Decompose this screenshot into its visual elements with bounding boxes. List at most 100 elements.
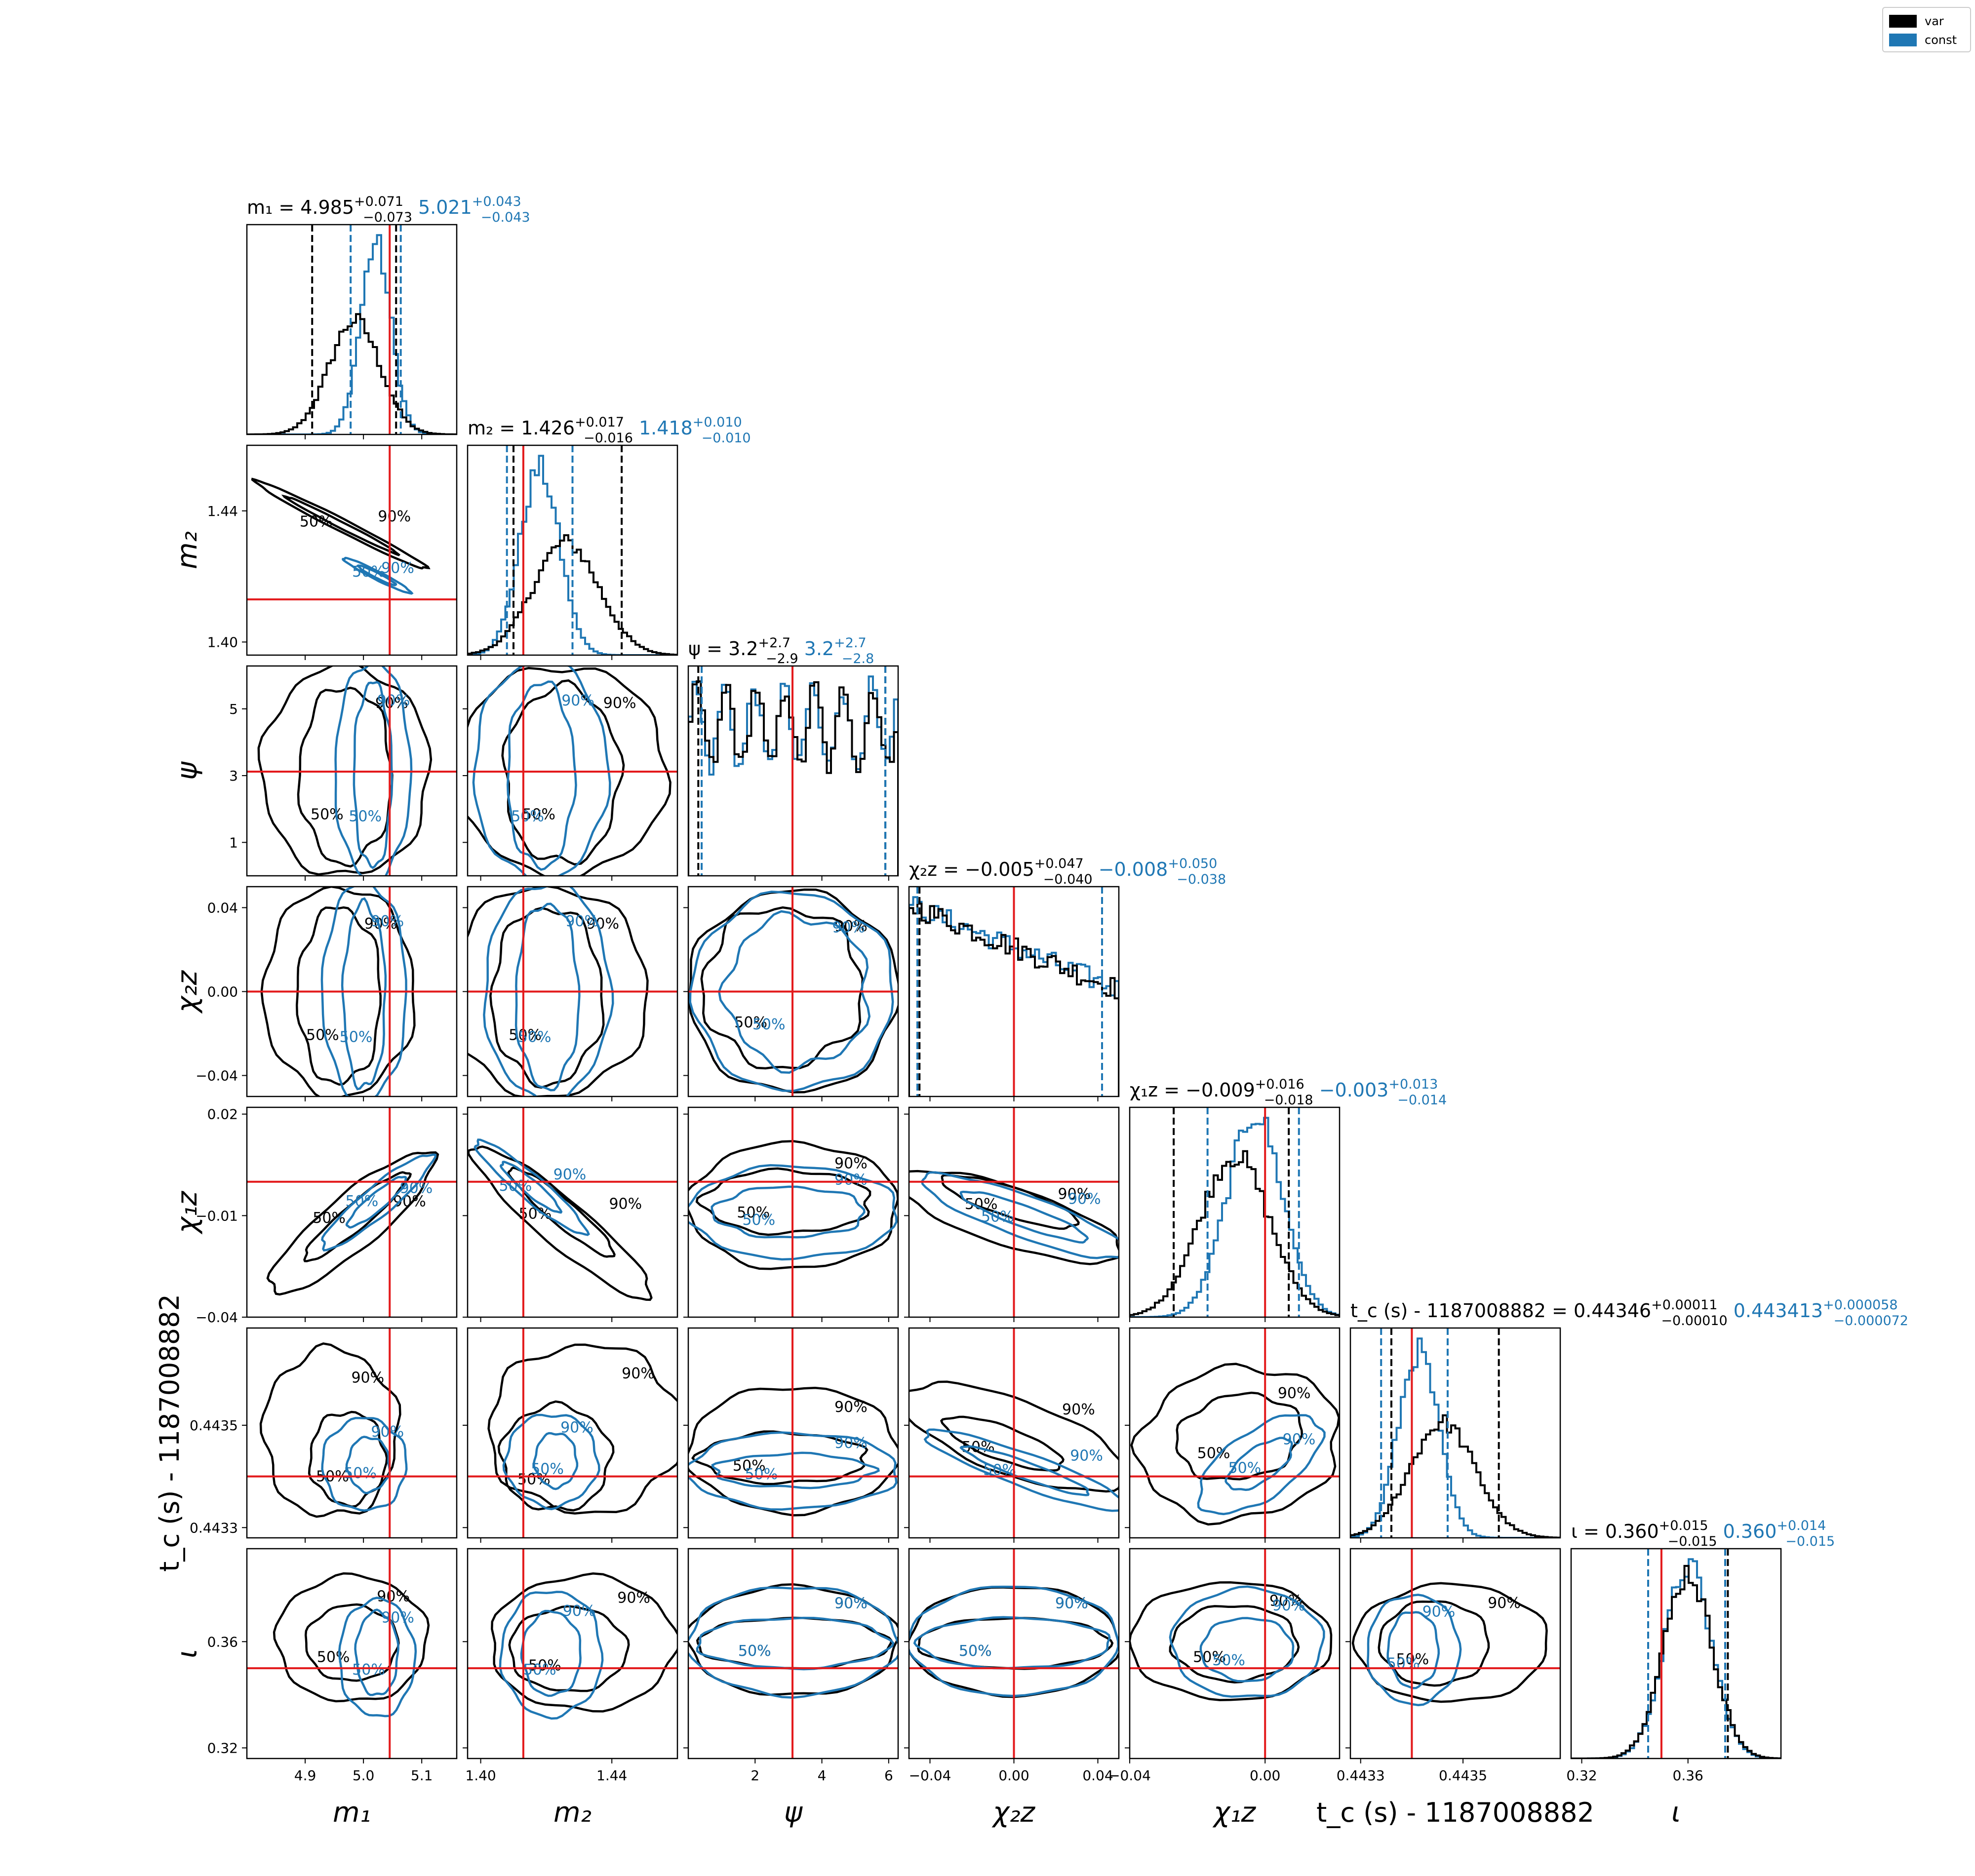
contour-label-90-const: 90%: [832, 919, 865, 937]
title-median-var: t_c (s) - 1187008882 = 0.44346: [1350, 1300, 1651, 1322]
y-tick-label: 5: [229, 701, 238, 717]
contour-label-50-var: 50%: [306, 1026, 339, 1044]
contour-var-50: [489, 906, 605, 1089]
panel-frame: [687, 1548, 899, 1759]
title-plus-var: +0.015: [1659, 1518, 1708, 1533]
title-median-var: ι = 0.360: [1571, 1521, 1659, 1542]
contour-const-90: [688, 1586, 898, 1699]
contour-label-90-const: 90%: [1422, 1603, 1456, 1621]
contour-label-50-const: 50%: [352, 1661, 385, 1679]
contour-label-50-var: 50%: [959, 1642, 992, 1660]
title-minus-const: −0.014: [1397, 1093, 1447, 1108]
contour-label-50-const: 50%: [745, 1466, 778, 1483]
contour-var-90: [468, 1145, 653, 1301]
panel-content: 90%50%90%50%: [688, 1328, 898, 1538]
contour-label-90-const: 90%: [1068, 1191, 1101, 1208]
contour-const-50: [913, 1616, 1111, 1670]
y-tick-label: 1: [229, 834, 238, 851]
panel-title-tc: t_c (s) - 1187008882 = 0.44346+0.00011−0…: [1350, 1297, 1908, 1329]
contour-var-50: [940, 1415, 1065, 1472]
panel-m1-chi1z: 90%50%90%50%−0.04−0.010.02: [196, 1106, 458, 1326]
contour-label-90-const: 90%: [553, 1166, 587, 1183]
title-median-const: −0.003: [1313, 1079, 1389, 1101]
legend-entry-var: var: [1889, 13, 1944, 30]
panel-content: 90%50%90%50%: [247, 1328, 457, 1538]
contour-const-90: [502, 1413, 600, 1511]
title-median-const: 0.443413: [1728, 1300, 1823, 1322]
contour-label-90-const: 90%: [563, 1602, 596, 1620]
panel-title-m1: m₁ = 4.985+0.071−0.073 5.021+0.043−0.043: [247, 194, 530, 225]
panel-frame: [467, 1548, 678, 1759]
x-tick-label: 0.36: [1673, 1767, 1703, 1784]
y-tick-label: 0.00: [207, 984, 238, 1000]
panel-frame: [1129, 1548, 1341, 1759]
title-plus-const: +2.7: [834, 635, 867, 651]
contour-const-90: [321, 1153, 437, 1251]
legend-label-const: const: [1925, 33, 1957, 47]
contour-label-50-const: 50%: [531, 1460, 564, 1478]
panel-content: 90%50%90%50%: [247, 445, 457, 655]
contour-label-50-var: 50%: [738, 1642, 771, 1660]
y-axis-label-chi1z: χ₁z: [171, 1190, 203, 1235]
contour-const-50: [345, 1436, 391, 1494]
panel-title-psi: ψ = 3.2+2.7−2.9 3.2+2.7−2.8: [688, 635, 874, 666]
contour-var-50: [281, 494, 401, 556]
histogram-const: [247, 234, 457, 434]
title-minus-const: −0.043: [481, 210, 530, 225]
title-median-const: 1.418: [633, 417, 693, 439]
x-tick-label: 0.4435: [1439, 1767, 1487, 1784]
panel-iota-iota: ι = 0.360+0.015−0.015 0.360+0.014−0.0150…: [1566, 1518, 1835, 1784]
x-tick-label: 0.4433: [1337, 1767, 1385, 1784]
title-plus-const: +0.043: [472, 194, 521, 209]
contour-var-50: [297, 686, 394, 868]
contour-label-50-const: 50%: [340, 1029, 373, 1046]
contour-var-50: [695, 1167, 871, 1236]
contour-var-90: [1130, 1363, 1340, 1526]
panel-frame: [246, 444, 458, 656]
contour-label-90-var: 90%: [1488, 1595, 1521, 1612]
title-minus-const: −0.038: [1177, 872, 1226, 887]
contour-label-50-const: 50%: [1387, 1655, 1420, 1672]
y-axis-label-tc: t_c (s) - 1187008882: [154, 1294, 185, 1572]
contour-label-90-const: 90%: [834, 1595, 868, 1612]
x-tick-label: 0.04: [1082, 1767, 1113, 1784]
histogram-var: [1571, 1564, 1781, 1759]
panel-content: [909, 887, 1119, 1096]
contour-const-50: [353, 681, 394, 869]
panel-content: [688, 666, 898, 876]
contour-const-90: [321, 1417, 408, 1512]
title-plus-const: +0.014: [1777, 1518, 1826, 1533]
panel-content: 90%50%90%50%: [247, 666, 457, 876]
contour-label-90-const: 90%: [560, 1419, 593, 1437]
contour-const-90: [338, 1597, 417, 1718]
panel-frame: [687, 1327, 899, 1539]
contour-label-50-const: 50%: [752, 1016, 786, 1033]
x-tick-label: −0.04: [909, 1767, 951, 1784]
panel-m1-chi2z: 90%50%90%50%−0.040.000.04: [196, 886, 458, 1101]
contour-var-90: [487, 1343, 677, 1515]
panel-content: [1350, 1328, 1560, 1538]
panel-content: 90%50%90%50%: [688, 1549, 898, 1759]
contour-label-90-var: 90%: [834, 1399, 868, 1416]
contour-const-50: [520, 1609, 582, 1697]
panel-frame: [1570, 1548, 1782, 1759]
legend-label-var: var: [1925, 14, 1944, 28]
panel-frame: [687, 665, 899, 877]
contour-label-90-var: 90%: [622, 1365, 655, 1382]
contour-label-50-var: 50%: [317, 1649, 350, 1666]
contour-label-90-var: 90%: [1058, 1185, 1091, 1203]
panel-content: 90%50%90%50%: [1350, 1549, 1560, 1759]
contour-label-90-const: 90%: [371, 913, 404, 930]
contour-label-90-const: 90%: [381, 1609, 414, 1627]
histogram-var: [468, 534, 677, 655]
contour-const-90: [499, 1591, 604, 1720]
y-axis-label-iota: ι: [171, 1649, 203, 1658]
contour-const-50: [341, 897, 387, 1091]
title-plus-const: +0.050: [1168, 856, 1217, 871]
contour-label-50-const: 50%: [349, 808, 382, 825]
panel-content: 90%50%90%50%: [909, 1328, 1119, 1538]
contour-var-90: [688, 1140, 898, 1270]
